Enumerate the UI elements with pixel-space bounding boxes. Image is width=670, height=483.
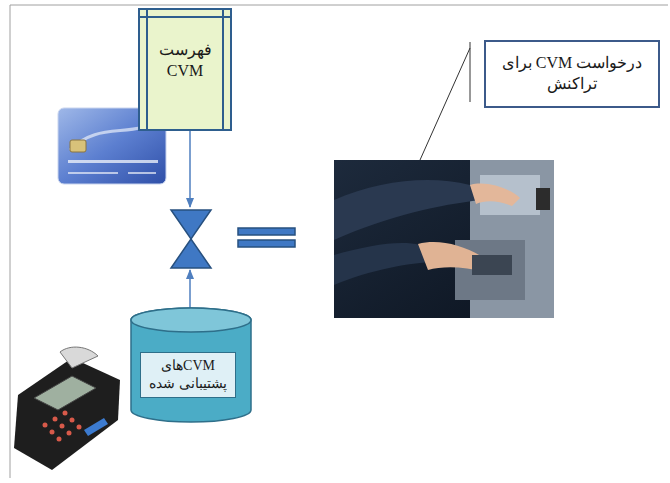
- database-cylinder: CVMهای پشتیبانی شده: [130, 308, 252, 422]
- node-text: فهرست CVM: [154, 40, 216, 82]
- cvm-list-box: فهرست CVM: [138, 8, 232, 131]
- node-text: درخواست CVM برای تراکنش: [496, 53, 648, 95]
- equals-sign: [238, 228, 295, 247]
- label-panel: CVMهای پشتیبانی شده: [140, 352, 236, 398]
- pos-terminal: [14, 347, 120, 470]
- leader-line: [420, 42, 470, 160]
- arrow: [189, 131, 191, 207]
- callout-box: درخواست CVM برای تراکنش: [484, 40, 660, 108]
- inner-line: [140, 16, 230, 18]
- node-text: CVMهای پشتیبانی شده: [145, 357, 231, 393]
- inner-line: [222, 10, 224, 129]
- inner-line: [146, 10, 148, 129]
- atm-photo: [334, 160, 554, 318]
- page-frame: [10, 5, 668, 478]
- valve-symbol: [171, 210, 211, 268]
